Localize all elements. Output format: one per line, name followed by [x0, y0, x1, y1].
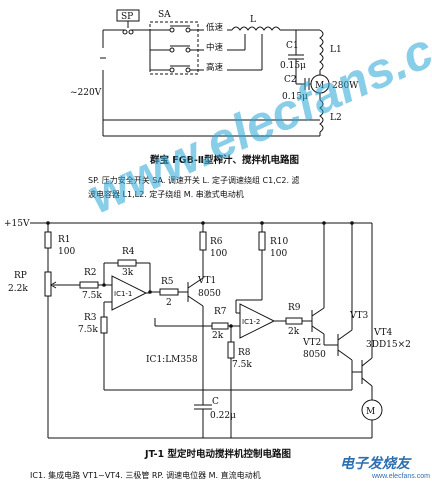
ic1-1-opamp — [111, 275, 148, 311]
sp-contact — [122, 29, 128, 35]
l2-label: L2 — [330, 113, 342, 123]
sa-label: SA — [158, 10, 171, 20]
ic1-1-label: IC1-1 — [114, 290, 132, 298]
top-circuit: SP ~220V SA 低速 中速 高速 — [70, 9, 359, 137]
r3-label: R3 — [84, 313, 97, 323]
r2-value: 7.5k — [82, 291, 102, 301]
r3-value: 7.5k — [78, 325, 98, 335]
r7-label: R7 — [214, 307, 227, 317]
sa-contact-low — [150, 25, 191, 33]
bottom-circuit: +15V R1 100 RP 2.2k R2 7.5k R4 — [4, 219, 411, 439]
r10-resistor — [258, 231, 266, 251]
r10-label: R10 — [270, 237, 289, 247]
vt2-value: 8050 — [303, 350, 326, 360]
top-legend-line2: 波电容器 L1,L2. 定子绕组 M. 串激式电动机 — [88, 189, 244, 199]
rp-value: 2.2k — [8, 284, 28, 294]
top-caption: 群宝 FGB-Ⅱ型榨汁、搅拌机电路图 — [149, 154, 299, 166]
c2-value: 0.15μ — [282, 92, 308, 102]
vt3-label: VT3 — [349, 311, 369, 321]
r5-value: 2 — [166, 298, 172, 308]
r2-label: R2 — [84, 268, 97, 278]
r4-value: 3k — [122, 268, 134, 278]
winding-l1 — [319, 29, 324, 71]
watermark-corner-logo: 电子发烧友 — [340, 455, 412, 471]
r2-resistor — [79, 281, 99, 289]
motor-label-bottom: M — [366, 407, 375, 417]
r3-resistor — [100, 316, 108, 334]
r6-label: R6 — [210, 237, 223, 247]
supply-label: ~220V — [70, 88, 102, 98]
r9-value: 2k — [288, 327, 300, 337]
ic1-2-label: IC1-2 — [242, 318, 260, 326]
r1-value: 100 — [58, 247, 75, 257]
r1-label: R1 — [58, 235, 71, 245]
c2-label: C2 — [284, 75, 297, 85]
r4-label: R4 — [122, 247, 135, 257]
c-value: 0.22μ — [210, 411, 236, 421]
bottom-legend: IC1. 集成电路 VT1~VT4. 三极管 RP. 调速电位器 M. 直流电动… — [30, 470, 261, 480]
r5-resistor — [159, 288, 179, 296]
rp-potentiometer — [44, 271, 52, 297]
ic-note: IC1:LM358 — [146, 355, 198, 365]
r7-value: 2k — [212, 331, 224, 341]
c1-value: 0.15μ — [280, 61, 306, 71]
speed-mid: 中速 — [206, 42, 224, 53]
rp-label: RP — [14, 271, 27, 281]
r8-label: R8 — [238, 348, 251, 358]
watermark-corner-url: www.elecfans.com — [371, 473, 430, 480]
r9-label: R9 — [288, 303, 301, 313]
r1-resistor — [44, 231, 52, 249]
sa-contact-mid — [150, 45, 191, 53]
r7-resistor — [211, 322, 229, 330]
l1-label: L1 — [330, 45, 342, 55]
winding-l2 — [319, 99, 324, 133]
bottom-caption: JT-1 型定时电动搅拌机控制电路图 — [144, 448, 291, 460]
r10-value: 100 — [270, 249, 287, 259]
r6-resistor — [199, 231, 207, 251]
winding-l — [231, 26, 281, 31]
r6-value: 100 — [210, 249, 227, 259]
ic1-2-opamp — [239, 303, 276, 339]
c1-label: C1 — [286, 41, 299, 51]
r8-resistor — [227, 341, 235, 359]
top-legend-line1: SP. 压力安全开关 SA. 调速开关 L. 定子调速绕组 C1,C2. 滤 — [88, 175, 300, 185]
r9-resistor — [285, 317, 303, 325]
r8-value: 7.5k — [232, 360, 252, 370]
sa-contact-high — [150, 65, 191, 73]
speed-low: 低速 — [206, 22, 224, 33]
vt4-value: 3DD15×2 — [366, 340, 411, 350]
r5-label: R5 — [161, 277, 174, 287]
motor-power: 280W — [332, 81, 359, 91]
vt2-label: VT2 — [302, 338, 321, 348]
motor-label: M — [315, 81, 324, 91]
vcc-label: +15V — [4, 219, 30, 229]
c-label: C — [212, 397, 219, 407]
r4-resistor — [117, 259, 137, 267]
speed-high: 高速 — [206, 62, 224, 73]
vt4-label: VT4 — [373, 328, 393, 338]
l-label: L — [250, 15, 256, 25]
vt1-label: VT1 — [197, 276, 216, 286]
sp-label: SP — [121, 12, 133, 22]
vt1-value: 8050 — [198, 289, 221, 299]
